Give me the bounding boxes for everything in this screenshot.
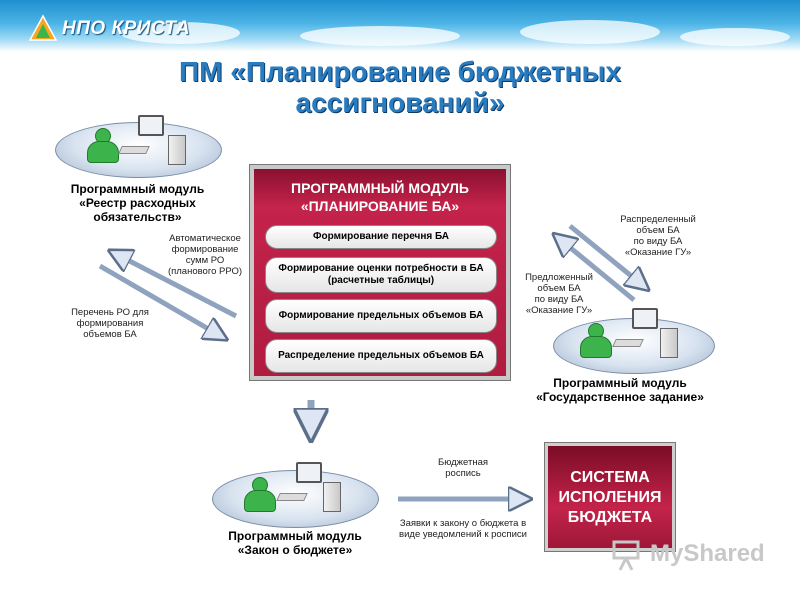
note-line: объем БА [537, 283, 581, 294]
central-module-title: ПРОГРАММНЫЙ МОДУЛЬ «ПЛАНИРОВАНИЕ БА» [254, 179, 506, 215]
note-line: Автоматическое [169, 233, 241, 244]
note-line: формирования [76, 318, 144, 329]
label-line: Программный модуль [553, 376, 687, 390]
central-module-box: ПРОГРАММНЫЙ МОДУЛЬ «ПЛАНИРОВАНИЕ БА» Фор… [249, 164, 511, 381]
step-text: (расчетные таблицы) [327, 275, 435, 286]
step-text: Формирование перечня БА [313, 231, 449, 242]
label-line: «Реестр расходных [79, 196, 196, 210]
cloud [680, 28, 790, 46]
note-auto: Автоматическое формирование сумм РО (пла… [160, 233, 250, 277]
system-line: БЮДЖЕТА [567, 509, 653, 526]
title-line: ПРОГРАММНЫЙ МОДУЛЬ [291, 180, 469, 196]
note-line: Предложенный [525, 272, 593, 283]
module-label-zakon: Программный модуль «Закон о бюджете» [200, 529, 390, 557]
monitor-icon [632, 308, 658, 329]
note-line: объемов БА [83, 329, 137, 340]
computer-tower-icon [660, 328, 678, 358]
note-line: (планового РРО) [167, 266, 243, 277]
presentation-icon [612, 540, 640, 571]
note-line: Заявки к закону о бюджета в [399, 518, 527, 529]
step-text: Распределение предельных объемов БА [278, 350, 484, 361]
note-line: «Оказание ГУ» [525, 305, 593, 316]
note-predlozh: Предложенный объем БА по виду БА «Оказан… [514, 272, 604, 316]
label-line: «Государственное задание» [536, 390, 704, 404]
page-title-line: ПМ «Планирование бюджетных [179, 56, 621, 87]
watermark-text: MyShared [650, 540, 765, 567]
label-line: обязательств» [93, 210, 182, 224]
system-line: СИСТЕМА [570, 469, 650, 486]
step-pill: Формирование перечня БА [265, 225, 497, 249]
budget-execution-system-box: СИСТЕМА ИСПОЛЕНИЯ БЮДЖЕТА [544, 442, 676, 552]
note-raspred: Распределенный объем БА по виду БА «Оказ… [608, 214, 708, 258]
keyboard-icon [276, 493, 308, 501]
note-line: сумм РО [185, 255, 225, 266]
keyboard-icon [118, 146, 150, 154]
note-rospis: Бюджетная роспись [418, 457, 508, 479]
computer-tower-icon [168, 135, 186, 165]
step-text: Формирование оценки потребности в БА [278, 263, 484, 274]
note-line: виде уведомлений к росписи [399, 529, 527, 540]
note-line: по виду БА [633, 236, 683, 247]
note-line: формирование [171, 244, 239, 255]
note-zayavki: Заявки к закону о бюджета в виде уведомл… [388, 518, 538, 540]
step-text: Формирование предельных объемов БА [278, 310, 484, 321]
title-line: «ПЛАНИРОВАНИЕ БА» [300, 198, 460, 214]
note-line: Бюджетная [437, 457, 489, 468]
cloud [300, 26, 460, 46]
note-perechen: Перечень РО для формирования объемов БА [60, 307, 160, 340]
system-line: ИСПОЛЕНИЯ [558, 489, 662, 506]
note-line: Перечень РО для [71, 307, 149, 318]
user-icon [580, 323, 612, 358]
user-icon [87, 128, 119, 163]
header-banner [0, 0, 800, 52]
step-pill: Формирование предельных объемов БА [265, 299, 497, 333]
note-line: по виду БА [534, 294, 584, 305]
step-pill: Распределение предельных объемов БА [265, 339, 497, 373]
computer-tower-icon [323, 482, 341, 512]
page-title: ПМ «Планирование бюджетных ассигнований» [100, 56, 700, 118]
label-line: Программный модуль [228, 529, 362, 543]
user-icon [244, 477, 276, 512]
module-label-reestr: Программный модуль «Реестр расходных обя… [55, 182, 220, 224]
logo-icon [28, 14, 58, 41]
module-label-gos-zadanie: Программный модуль «Государственное зада… [515, 376, 725, 404]
keyboard-icon [612, 339, 644, 347]
monitor-icon [296, 462, 322, 483]
cloud [520, 20, 660, 44]
label-line: Программный модуль [70, 182, 205, 196]
monitor-icon [138, 115, 164, 136]
label-line: «Закон о бюджете» [237, 543, 353, 557]
note-line: Распределенный [620, 214, 696, 225]
cloud [120, 22, 240, 44]
note-line: объем БА [636, 225, 680, 236]
note-line: роспись [445, 468, 481, 479]
logo-text: НПО КРИСТА [62, 18, 191, 39]
note-line: «Оказание ГУ» [624, 247, 692, 258]
page-title-line: ассигнований» [295, 87, 505, 118]
step-pill: Формирование оценки потребности в БА (ра… [265, 257, 497, 293]
